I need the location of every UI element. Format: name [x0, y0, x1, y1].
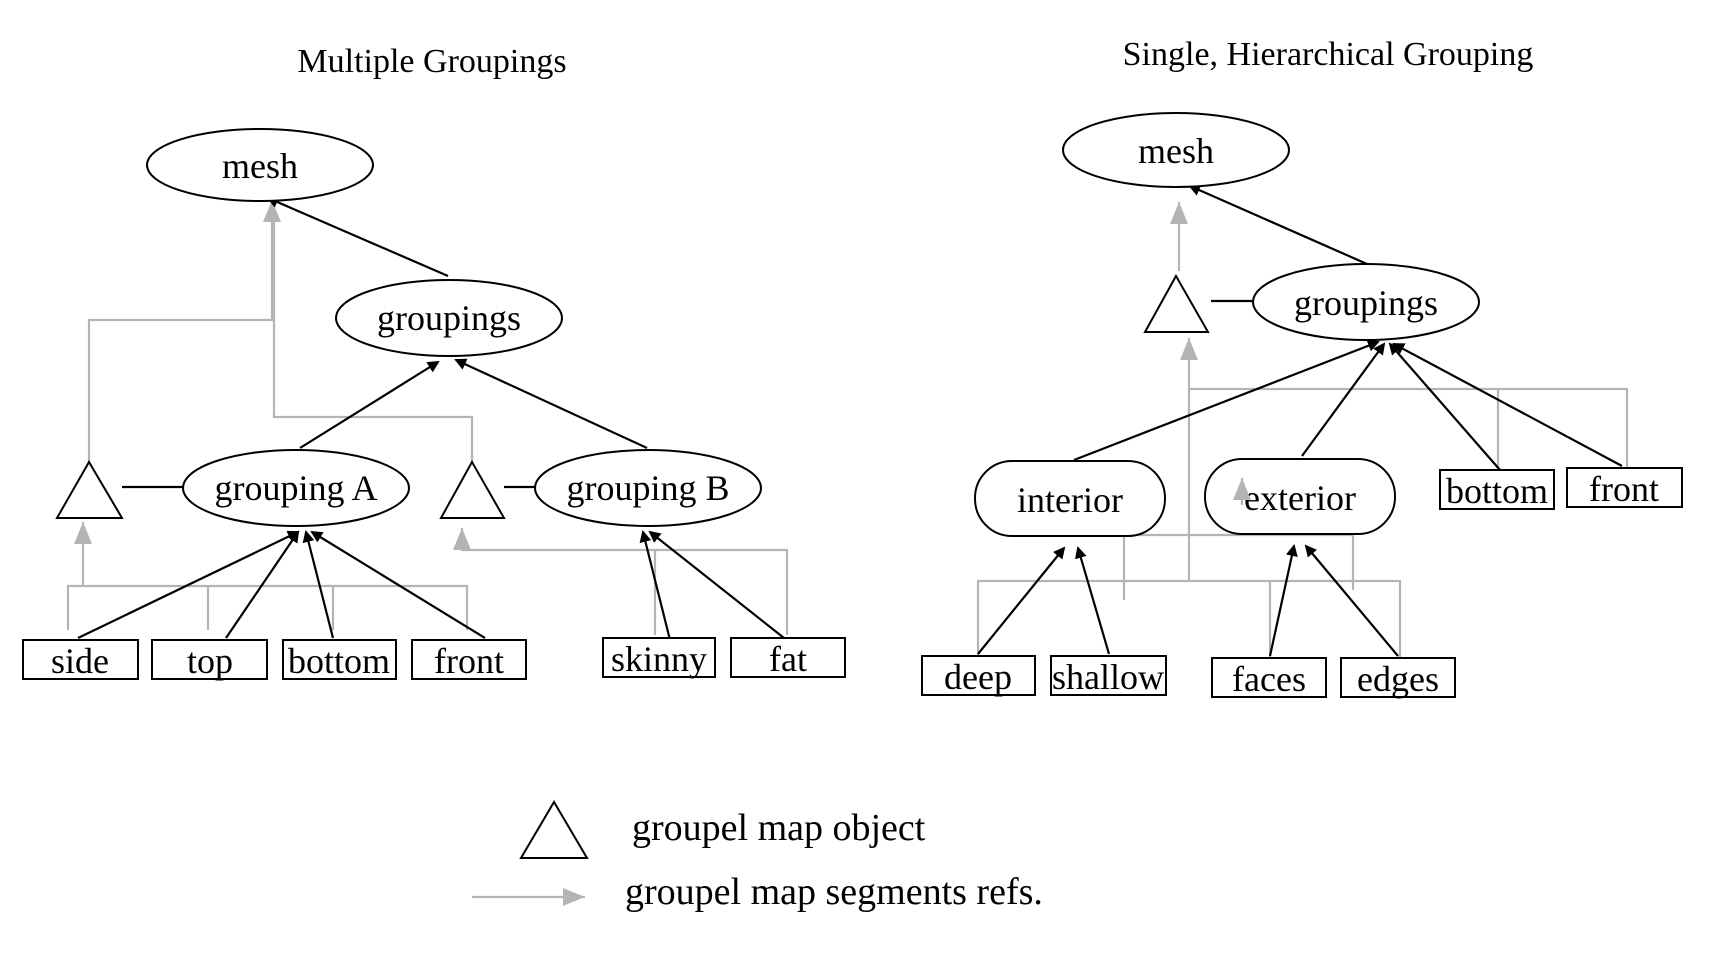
left-edge-skinny-b: [639, 530, 672, 641]
left-node-mesh[interactable]: mesh: [146, 128, 374, 202]
right-leaf-edges[interactable]: edges: [1340, 657, 1456, 699]
right-leaf-bottom-label: bottom: [1446, 471, 1548, 511]
right-node-groupings[interactable]: groupings: [1252, 263, 1480, 341]
left-leaf-skinny-label: skinny: [611, 639, 707, 679]
left-groupel-map-b-triangle-icon[interactable]: [439, 459, 506, 519]
right-leaf-shallow-label: shallow: [1052, 657, 1164, 697]
right-leaf-faces-label: faces: [1232, 659, 1306, 699]
left-leaf-fat[interactable]: fat: [730, 637, 846, 679]
right-node-exterior-label: exterior: [1244, 478, 1356, 518]
right-node-interior-label: interior: [1017, 480, 1123, 520]
left-node-grouping-a[interactable]: grouping A: [182, 449, 410, 527]
left-edge-bottom-a: [302, 530, 335, 639]
left-edge-top-a: [225, 530, 300, 639]
right-edge-edges-exterior: [1304, 544, 1399, 657]
right-leaf-faces[interactable]: faces: [1211, 657, 1327, 699]
right-ref-bottom-bus: [976, 579, 1402, 688]
right-edge-exterior-groupings: [1301, 342, 1386, 457]
left-node-groupings[interactable]: groupings: [335, 279, 563, 357]
right-edge-front-groupings: [1392, 343, 1623, 467]
left-node-mesh-label: mesh: [222, 146, 298, 186]
left-edge-groupings-mesh: [266, 196, 449, 278]
left-node-grouping-b-label: grouping B: [566, 468, 729, 508]
left-leaf-side-label: side: [51, 641, 109, 681]
right-node-exterior[interactable]: exterior: [1204, 458, 1396, 535]
left-ref-tri-a-to-mesh: [87, 200, 281, 483]
left-ref-bus-b: [453, 528, 789, 635]
right-edge-interior-groupings: [1073, 340, 1380, 462]
right-node-mesh-label: mesh: [1138, 131, 1214, 171]
legend-arrow-label: groupel map segments refs.: [625, 871, 1043, 913]
right-ref-int-ext-bus: [1122, 533, 1355, 600]
right-edge-deep-interior: [977, 546, 1066, 655]
left-edges: [66, 196, 789, 641]
right-leaf-deep[interactable]: deep: [921, 655, 1036, 697]
legend-triangle-icon: [519, 800, 589, 859]
right-edges: [976, 184, 1629, 688]
left-ref-tri-b-to-mesh: [272, 205, 474, 483]
right-ref-top-bus: [1189, 387, 1629, 468]
left-edge-fat-b: [648, 530, 785, 639]
right-leaf-front-label: front: [1589, 469, 1659, 509]
right-edge-shallow-interior: [1075, 546, 1111, 655]
left-leaf-bottom-label: bottom: [288, 641, 390, 681]
legend: groupel map object groupel map segments …: [472, 800, 1043, 913]
right-node-mesh[interactable]: mesh: [1062, 112, 1290, 188]
left-groupel-map-a-triangle-icon[interactable]: [55, 460, 124, 519]
left-leaf-side[interactable]: side: [22, 639, 139, 681]
left-edge-front-a: [310, 530, 486, 639]
left-node-grouping-a-label: grouping A: [214, 468, 377, 508]
right-leaf-edges-label: edges: [1357, 659, 1439, 699]
right-node-groupings-label: groupings: [1294, 283, 1438, 323]
left-leaf-fat-label: fat: [769, 639, 807, 679]
left-node-groupings-text: groupings: [377, 298, 521, 338]
right-node-interior[interactable]: interior: [974, 460, 1166, 537]
left-leaf-bottom[interactable]: bottom: [282, 639, 397, 681]
left-leaf-top-label: top: [187, 641, 233, 681]
left-title: Multiple Groupings: [297, 43, 566, 80]
left-edge-side-a: [77, 530, 300, 639]
left-leaf-top[interactable]: top: [151, 639, 268, 681]
right-edge-groupings-mesh: [1188, 184, 1368, 266]
left-edge-a-groupings: [299, 360, 440, 449]
left-ref-bus-a-drops: [206, 586, 335, 630]
right-groupel-map-triangle-icon[interactable]: [1143, 273, 1210, 333]
right-edge-faces-exterior: [1268, 544, 1298, 657]
right-leaf-deep-label: deep: [944, 657, 1012, 697]
right-title: Single, Hierarchical Grouping: [1123, 36, 1534, 73]
left-node-grouping-b[interactable]: grouping B: [534, 449, 762, 527]
right-edge-bottom-groupings: [1388, 342, 1501, 471]
left-leaf-front-label: front: [434, 641, 504, 681]
right-leaf-bottom[interactable]: bottom: [1439, 469, 1555, 511]
right-leaf-shallow[interactable]: shallow: [1050, 655, 1167, 697]
left-leaf-front[interactable]: front: [411, 639, 527, 681]
left-leaf-skinny[interactable]: skinny: [602, 637, 716, 679]
left-ref-bus-a: [66, 584, 469, 630]
right-leaf-front[interactable]: front: [1566, 467, 1683, 509]
legend-triangle-label: groupel map object: [632, 807, 926, 849]
left-edge-b-groupings: [454, 358, 648, 449]
